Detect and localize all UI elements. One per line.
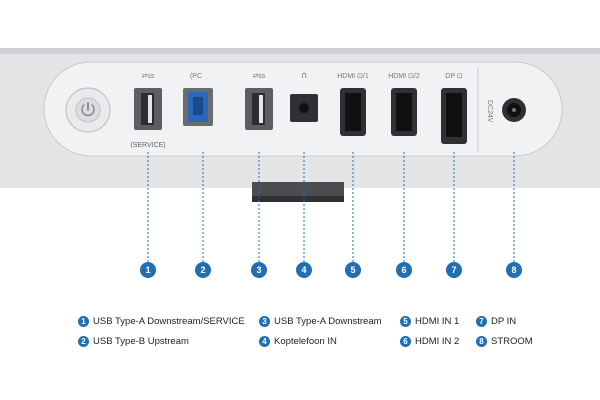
power-button[interactable] — [65, 87, 111, 133]
usb-b-label: (PC — [190, 73, 202, 80]
legend-text: Koptelefoon IN — [274, 336, 337, 347]
svg-text:1: 1 — [145, 265, 150, 275]
headphone-port: ∩ — [290, 71, 318, 122]
legend-item-1: 1 USB Type-A Downstream/SERVICE — [78, 316, 245, 327]
legend-text: DP IN — [491, 316, 517, 327]
legend-dot: 3 — [259, 316, 270, 327]
legend-text: STROOM — [491, 336, 533, 347]
callout-6: 6 — [396, 262, 412, 278]
svg-text:8: 8 — [511, 265, 516, 275]
legend-dot: 7 — [476, 316, 487, 327]
callout-7: 7 — [446, 262, 462, 278]
stand-shadow — [252, 196, 344, 202]
usb-a-port: ⇄ss — [245, 73, 273, 130]
dc-label: DC24V — [486, 100, 493, 123]
callout-3: 3 — [251, 262, 267, 278]
svg-text:6: 6 — [401, 265, 406, 275]
legend-text: HDMI IN 2 — [415, 336, 460, 347]
legend-item-6: 6 HDMI IN 2 — [400, 336, 459, 347]
svg-text:7: 7 — [451, 265, 456, 275]
legend-item-8: 8 STROOM — [476, 336, 533, 347]
panel-top-edge — [0, 48, 600, 54]
legend-dot: 4 — [259, 336, 270, 347]
legend-text: HDMI IN 1 — [415, 316, 460, 327]
hdmi-2-label: HDMI ⊡/2 — [388, 73, 420, 80]
svg-text:5: 5 — [350, 265, 355, 275]
hdmi-1-port: HDMI ⊡/1 — [337, 73, 369, 136]
legend-item-4: 4 Koptelefoon IN — [259, 336, 337, 347]
legend-dot: 8 — [476, 336, 487, 347]
callout-1: 1 — [140, 262, 156, 278]
legend-item-5: 5 HDMI IN 1 — [400, 316, 459, 327]
legend-text: USB Type-A Downstream/SERVICE — [93, 316, 245, 327]
legend-text: USB Type-A Downstream — [274, 316, 382, 327]
legend-item-3: 3 USB Type-A Downstream — [259, 316, 382, 327]
dp-label: DP ⊡ — [445, 73, 463, 80]
hdmi-2-port: HDMI ⊡/2 — [388, 73, 420, 136]
legend-dot: 5 — [400, 316, 411, 327]
svg-text:2: 2 — [200, 265, 205, 275]
headphone-icon: ∩ — [301, 71, 308, 81]
legend-dot: 6 — [400, 336, 411, 347]
legend-item-2: 2 USB Type-B Upstream — [78, 336, 189, 347]
usb-symbol-icon: ⇄ss — [253, 73, 266, 80]
svg-text:4: 4 — [301, 265, 306, 275]
callout-8: 8 — [506, 262, 522, 278]
callout-2: 2 — [195, 262, 211, 278]
callout-5: 5 — [345, 262, 361, 278]
legend-text: USB Type-B Upstream — [93, 336, 189, 347]
hdmi-1-label: HDMI ⊡/1 — [337, 73, 369, 80]
usb-symbol-icon: ⇄ss — [142, 73, 155, 80]
legend-item-7: 7 DP IN — [476, 316, 516, 327]
dp-port: DP ⊡ — [441, 73, 467, 144]
usb-b-port: (PC — [183, 73, 213, 126]
callout-4: 4 — [296, 262, 312, 278]
usb-a-service-port: ⇄ss (SERVICE) — [130, 73, 165, 149]
legend-dot: 1 — [78, 316, 89, 327]
legend-dot: 2 — [78, 336, 89, 347]
service-label: (SERVICE) — [130, 142, 165, 149]
dc-power-port: DC24V — [486, 98, 526, 123]
stand — [252, 182, 344, 200]
svg-text:3: 3 — [256, 265, 261, 275]
